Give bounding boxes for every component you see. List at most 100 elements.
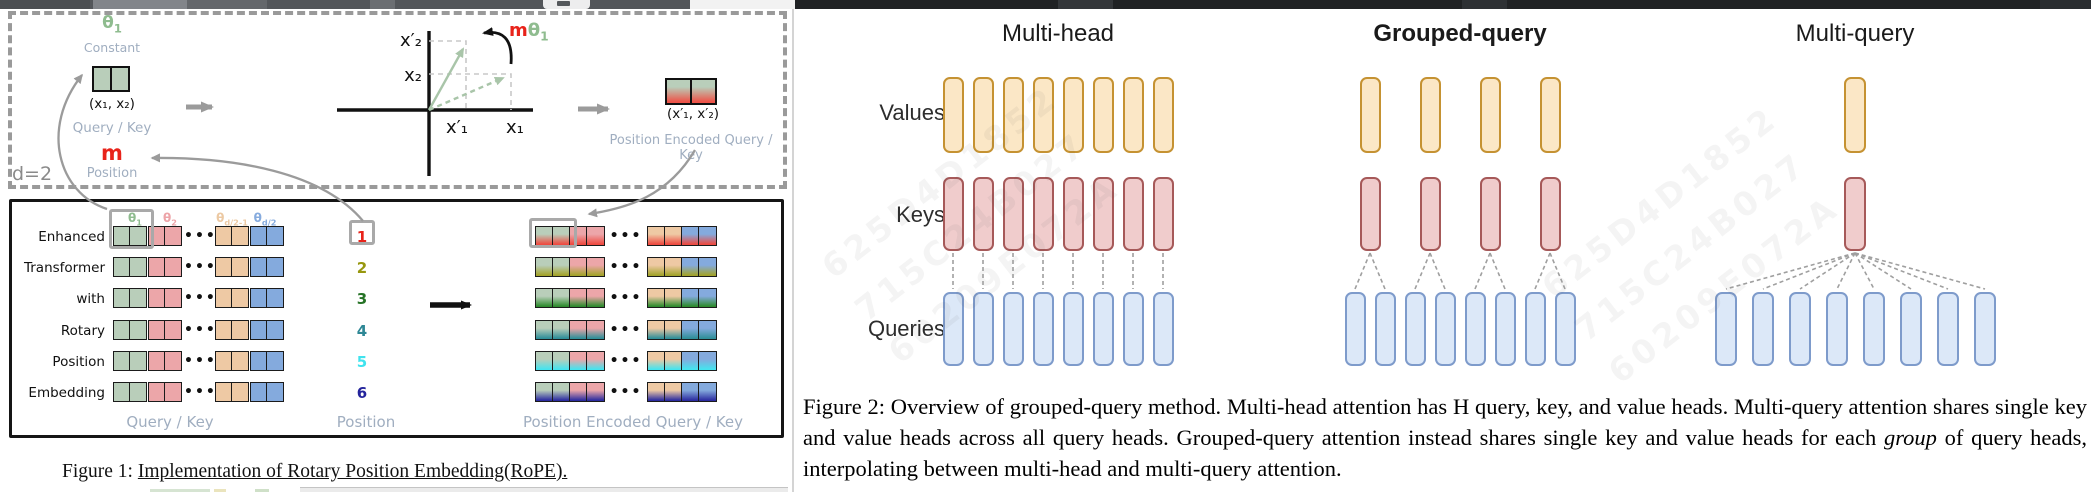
rope-cell (148, 320, 166, 340)
rope-cell (148, 351, 166, 371)
attention-connector (1854, 252, 1912, 290)
cutoff-fragment (214, 489, 226, 492)
rope-cell (250, 351, 268, 371)
gqa-query-box (1344, 292, 1366, 366)
gqa-query-box (1374, 292, 1396, 366)
gqa-key-box (1092, 177, 1114, 251)
highlight-encoded-cells (529, 218, 577, 248)
gqa-key-box (1002, 177, 1024, 251)
rope-row-word: Enhanced (38, 229, 105, 245)
topbar-segment (690, 0, 795, 9)
figure1-caption-prefix: Figure 1: (62, 461, 138, 482)
rope-encoded-cell (535, 288, 554, 308)
rope-cell (164, 257, 182, 277)
query-key-box (92, 66, 130, 96)
rope-encoded-cell (647, 382, 666, 402)
rope-encoded-cell (586, 351, 605, 371)
gqa-key-box (1844, 177, 1866, 251)
rope-encoded-cell (535, 257, 554, 277)
gqa-key-box (972, 177, 994, 251)
attention-connector (1854, 252, 1875, 290)
rope-cell (129, 351, 147, 371)
rope-cell (250, 382, 268, 402)
rope-row-word: Transformer (23, 260, 105, 276)
gqa-query-box (1494, 292, 1516, 366)
constant-label: Constant (83, 40, 141, 55)
position-number: 3 (356, 290, 368, 308)
position-number: 5 (356, 353, 368, 371)
topbar-segment (2040, 0, 2091, 9)
ellipsis: ••• (609, 228, 643, 244)
rope-encoded-cell (698, 226, 717, 246)
rope-encoded-cell (535, 351, 554, 371)
rope-encoded-cell (535, 382, 554, 402)
rope-encoded-cell (647, 226, 666, 246)
gqa-key-box (1032, 177, 1054, 251)
position-label: Position (86, 166, 138, 181)
rope-cell-group (148, 257, 182, 277)
rope-cell (110, 66, 130, 92)
rope-encoded-group (535, 320, 605, 340)
rope-cell (250, 320, 268, 340)
axis-label-x2: x₂ (404, 65, 422, 86)
rope-cell-group (148, 320, 182, 340)
rope-encoded-cell (698, 382, 717, 402)
rope-encoded-cell (569, 320, 588, 340)
rope-cell (113, 288, 131, 308)
rope-encoded-cell (681, 226, 700, 246)
gqa-query-box (1464, 292, 1486, 366)
gqa-value-box (1092, 77, 1114, 153)
rope-encoded-cell (681, 288, 700, 308)
rope-row-word: with (76, 291, 105, 307)
gqa-query-box (1404, 292, 1426, 366)
rope-encoded-group (647, 288, 717, 308)
grid-label-query-key: Query / Key (126, 413, 214, 431)
rope-cell-group (215, 382, 249, 402)
rope-cell (129, 257, 147, 277)
rope-encoded-cell (586, 382, 605, 402)
rope-encoded-cell (535, 320, 554, 340)
rope-cell (215, 288, 233, 308)
rope-encoded-cell (647, 320, 666, 340)
rope-cell-group (113, 257, 147, 277)
gqa-query-box (1863, 292, 1885, 366)
rope-encoded-cell (664, 382, 683, 402)
theta-header-sub: d/2 (261, 217, 277, 228)
rope-encoded-cell (569, 288, 588, 308)
rope-cell (148, 257, 166, 277)
axis-label-x1-prime: x′₁ (446, 117, 468, 138)
attention-connector (1799, 252, 1856, 290)
gqa-query-box (1152, 292, 1174, 366)
browser-topbar (0, 0, 2091, 9)
rope-encoded-group (535, 226, 605, 246)
rope-cell (129, 382, 147, 402)
gqa-query-box (1937, 292, 1959, 366)
rotation-m: m (509, 20, 528, 41)
rope-cell-group (148, 288, 182, 308)
figure2-caption-italic: group (1884, 425, 1937, 450)
rope-cell-group (250, 226, 284, 246)
tab-favicon (557, 1, 570, 6)
gqa-query-box (1789, 292, 1811, 366)
theta-header-1: θ1 (107, 211, 163, 227)
gqa-query-box (1900, 292, 1922, 366)
rope-encoded-cell (698, 257, 717, 277)
rope-cell (164, 288, 182, 308)
rope-encoded-cell (698, 288, 717, 308)
rope-cell (164, 226, 182, 246)
panel-divider (792, 9, 794, 492)
rope-encoded-group (647, 351, 717, 371)
rope-encoded-cell (647, 257, 666, 277)
input-coords-label: (x₁, x₂) (89, 96, 135, 112)
rope-cell (215, 257, 233, 277)
topbar-tab[interactable] (93, 0, 187, 9)
browser-tab[interactable] (543, 0, 590, 9)
rope-cell (231, 351, 249, 371)
encoded-query-key-label: Position Encoded Query / Key (609, 133, 773, 163)
cutoff-fragment (150, 489, 210, 492)
rope-encoded-cell (552, 351, 571, 371)
rope-encoded-group (647, 226, 717, 246)
rope-top-panel (8, 11, 787, 189)
rope-cell (266, 288, 284, 308)
